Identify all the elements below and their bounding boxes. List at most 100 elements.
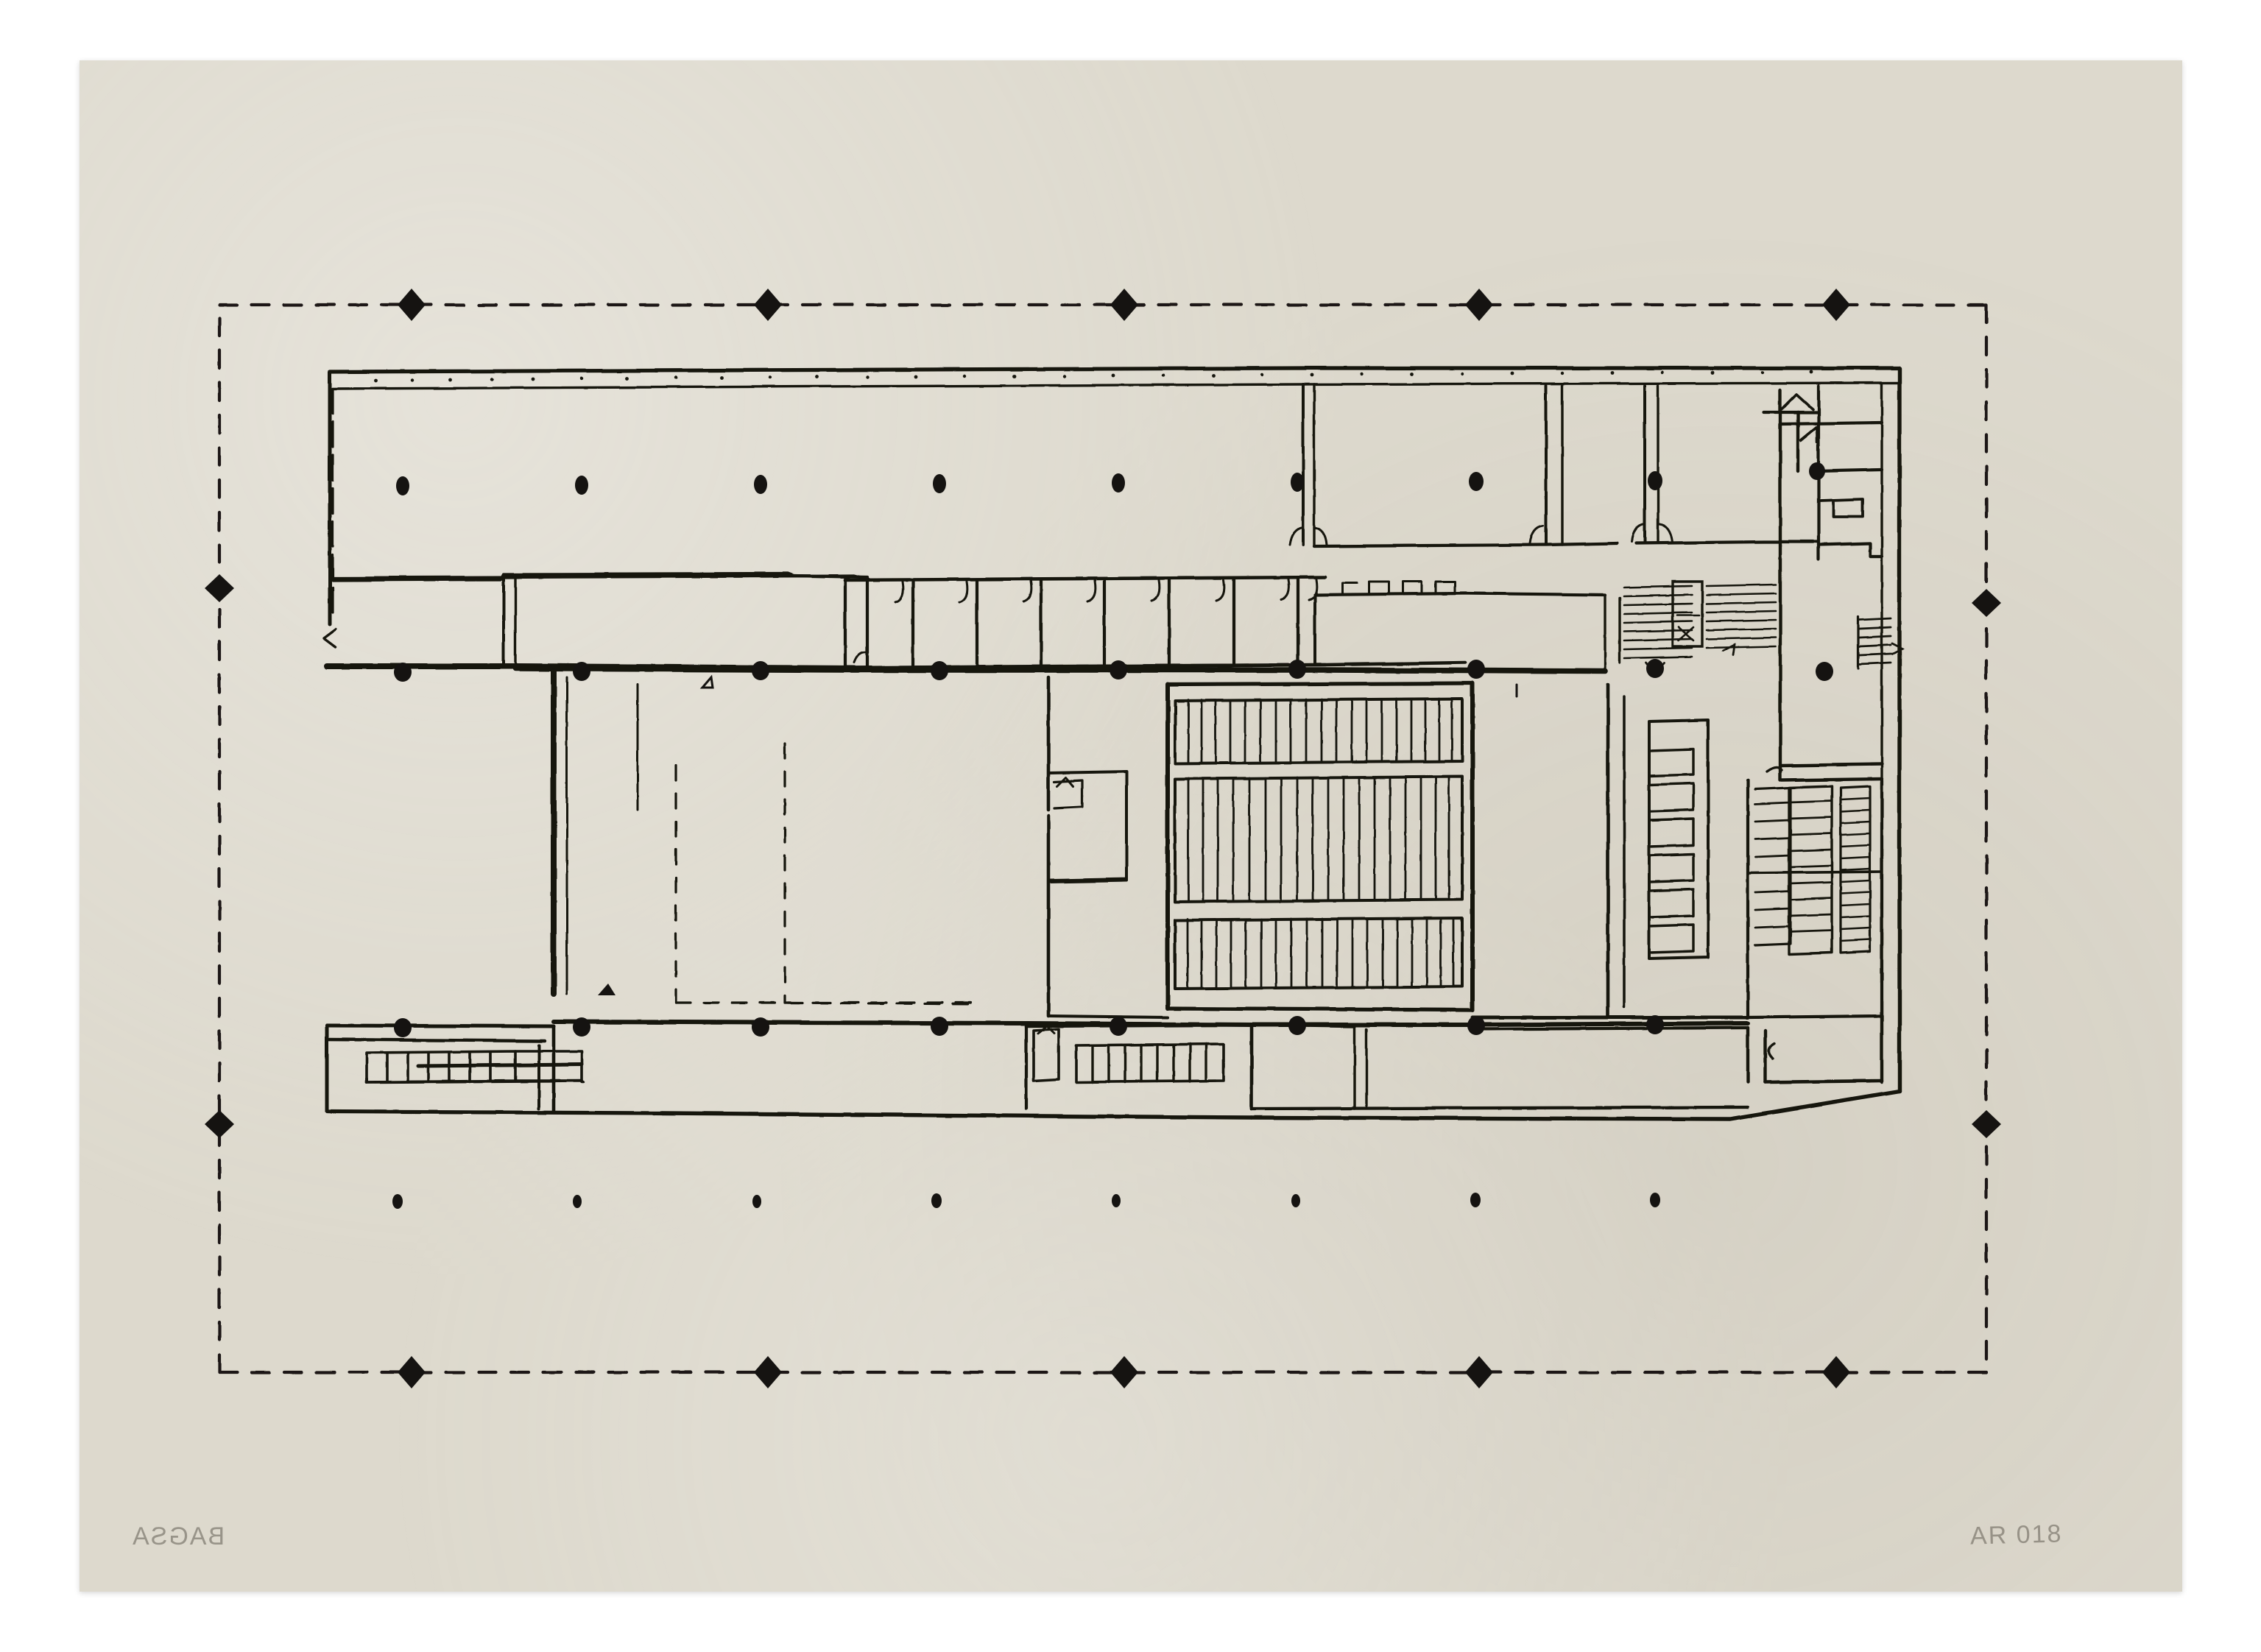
- office-cell-row: [843, 575, 1327, 670]
- hatch-line: [1705, 610, 1777, 614]
- column-dot: [1469, 472, 1484, 491]
- stair-tread: [1788, 848, 1833, 853]
- hatch-line: [1705, 645, 1777, 649]
- east-hatched-stair: [1857, 615, 1905, 670]
- hatch-line: [1623, 611, 1693, 615]
- east-block-niche: [1819, 498, 1864, 518]
- south-corridor-north-edge: [551, 1020, 1750, 1027]
- column-dot-small: [752, 1195, 761, 1208]
- stair-tread: [1788, 897, 1833, 901]
- door-swing: [1150, 579, 1161, 602]
- north-wall-stipple: [373, 370, 1813, 383]
- column-dot: [575, 476, 588, 495]
- door-swing: [1658, 523, 1674, 543]
- stair-tread: [1839, 938, 1872, 942]
- column-grid-row-4: [392, 1193, 1660, 1209]
- door-swing: [958, 580, 969, 604]
- east-block: [1766, 388, 1884, 783]
- stair-tread: [1788, 913, 1833, 917]
- door-swing: [1280, 578, 1291, 601]
- column-dot: [1467, 1016, 1485, 1035]
- stair-tread: [1754, 836, 1792, 841]
- stair-bank-right: [1746, 778, 1884, 1020]
- corridor-notch: [1401, 580, 1423, 595]
- column-dot: [933, 474, 946, 493]
- arrow-mark: [699, 674, 714, 689]
- survey-markers-bottom: [398, 1356, 1850, 1388]
- stair-tread: [1788, 832, 1833, 836]
- stair-tread: [1788, 799, 1833, 804]
- stair-tread: [1788, 929, 1833, 933]
- shaft-landing: [1648, 923, 1695, 954]
- hatch-line: [1858, 652, 1892, 657]
- escalator-hatch-bank: [1623, 580, 1777, 677]
- hatch-line: [1705, 601, 1777, 605]
- survey-marker-diamond: [398, 289, 426, 321]
- hatch-line: [1705, 592, 1777, 596]
- south-corridor-south-edge: [1249, 1105, 1750, 1111]
- corridor-notch: [1341, 582, 1359, 595]
- south-wing-ledge: [416, 1062, 584, 1068]
- survey-marker-diamond: [754, 289, 782, 321]
- hatch-line: [1623, 629, 1693, 633]
- stair-tread: [1788, 880, 1833, 885]
- stair-tread: [1754, 889, 1792, 894]
- column-dot: [1648, 471, 1662, 490]
- stair-arrow: [1891, 642, 1905, 655]
- column-dot: [1646, 1015, 1664, 1034]
- corridor-notch: [1368, 580, 1390, 595]
- hatch-line: [1623, 655, 1693, 660]
- se-block-notch: [1767, 1042, 1776, 1060]
- overhead-projection-dashed: [674, 742, 981, 1006]
- escalator-landing-detail: [1677, 626, 1695, 642]
- survey-marker-diamond: [1110, 289, 1138, 321]
- survey-marker-diamond: [1465, 1356, 1493, 1388]
- hatch-line: [1623, 593, 1693, 598]
- stair-tread: [1839, 903, 1872, 907]
- door-swing: [1630, 523, 1646, 543]
- cell-row-top-wall: [843, 575, 1327, 582]
- column-dot-small: [1291, 1194, 1300, 1207]
- east-block-notch-2: [1766, 766, 1783, 773]
- main-corridor: [512, 580, 1621, 674]
- north-rooms-south-wall: [1312, 541, 1619, 548]
- hatch-line: [1858, 626, 1892, 630]
- column-dot: [1110, 660, 1127, 679]
- column-dot: [1288, 660, 1306, 679]
- east-block-lower-wall: [1779, 762, 1884, 768]
- east-block-room-bot: [1816, 541, 1884, 559]
- hatch-line: [1858, 661, 1892, 666]
- east-block-room-mid: [1816, 467, 1884, 473]
- stair-tread: [1839, 914, 1872, 919]
- hatch-line: [1623, 638, 1693, 642]
- stair-tread: [1754, 854, 1792, 858]
- column-dot: [931, 1017, 948, 1036]
- door-swing: [1215, 579, 1226, 602]
- misc-marks: [598, 674, 1518, 995]
- wing-mid-wall: [501, 571, 796, 578]
- seat-block-frame: [1174, 775, 1464, 903]
- column-dot-small: [1470, 1193, 1481, 1207]
- foyer-corridor-line: [1047, 1014, 1169, 1019]
- south-band-north-edge-2: [325, 1037, 547, 1043]
- survey-markers-sides: [205, 574, 2001, 1138]
- stair-tread: [1788, 864, 1833, 869]
- stair-alcove-notch: [1037, 1025, 1056, 1035]
- stair-tread: [1788, 816, 1833, 820]
- stair-tread: [1839, 844, 1872, 848]
- upper-left-wing: [322, 571, 870, 671]
- column-grid-row-2: [394, 659, 1833, 682]
- stair-tread: [1839, 891, 1872, 895]
- stair-landing: [514, 1050, 583, 1082]
- column-grid-north-east: [1809, 462, 1825, 480]
- wing-small-notch: [853, 651, 869, 664]
- survey-marker-diamond: [205, 1110, 234, 1138]
- column-dot-small: [392, 1194, 403, 1209]
- column-dot-small: [931, 1193, 942, 1208]
- shaft-landing: [1648, 853, 1695, 883]
- stair-tread: [1839, 808, 1872, 813]
- seat-block-frame: [1174, 697, 1464, 765]
- south-wall-left: [325, 1109, 665, 1115]
